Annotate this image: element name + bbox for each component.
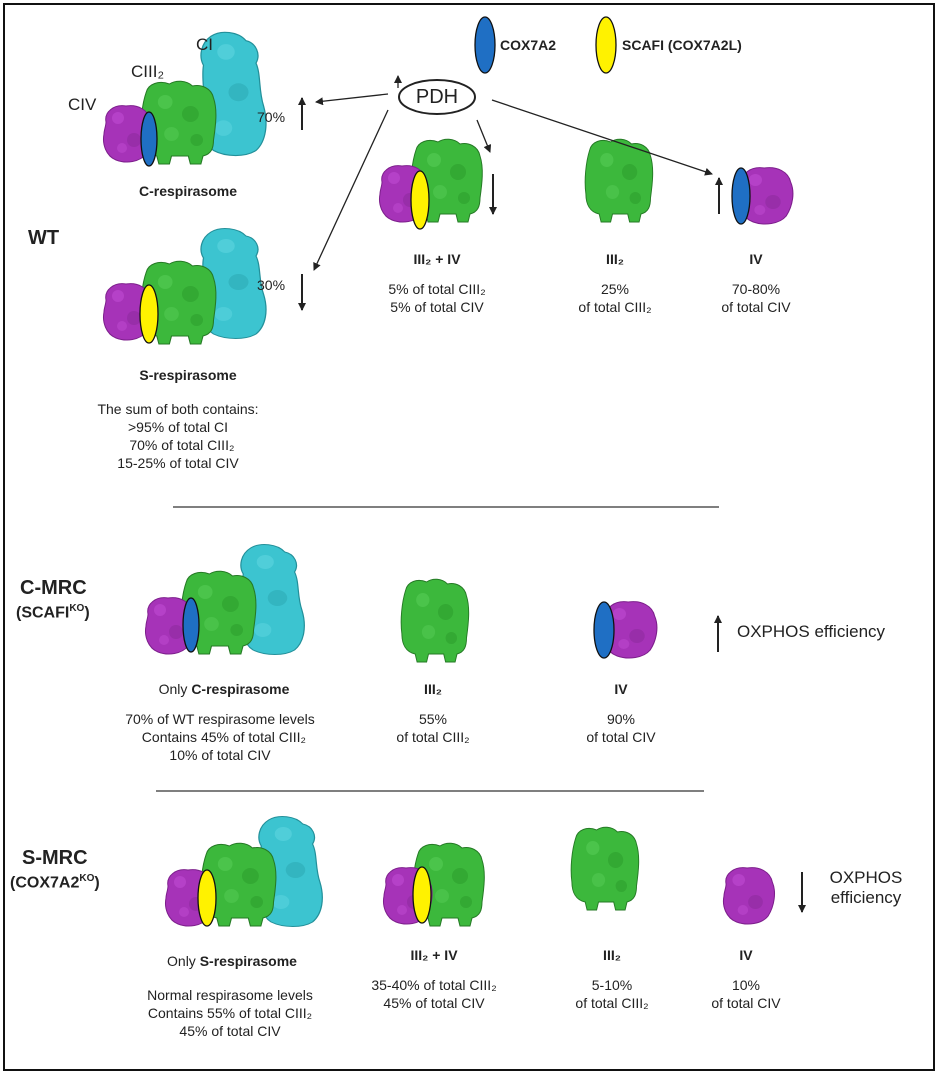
smrc-s-respirasome-structure [165,815,323,928]
cmrc-iii-structure [400,578,470,663]
smrc-iii-iv-structure [383,842,485,927]
cmrc-iii-name: III₂ [424,681,442,697]
legend-scafi-label: SCAFI (COX7A2L) [622,37,742,53]
wt-iii-iv-name: III₂ + IV [413,251,461,267]
wt-c-respirasome-structure [103,31,267,167]
smrc-iii-desc: 5-10% of total CIII₂ [575,977,649,1011]
smrc-resp-desc: Normal respirasome levels Contains 55% o… [147,987,313,1039]
smrc-iii-structure [570,826,640,911]
change-arrows [298,97,806,913]
legend-cox7a2-label: COX7A2 [500,37,557,53]
scafi-ellipse [139,284,159,344]
wt-iii-desc: 25% of total CIII₂ [578,281,652,315]
civ-label: CIV [68,95,97,114]
legend-blue-ellipse [474,16,496,74]
wt-label: WT [28,227,60,249]
wt-iv-desc: 70-80% of total CIV [721,281,791,315]
pdh-label: PDH [415,86,459,108]
smrc-label: S-MRC [22,847,88,869]
wt-sum-text: The sum of both contains: >95% of total … [97,401,259,471]
cmrc-resp-name: Only C-respirasome [158,681,290,697]
wt-iii-iv-structure [379,138,483,230]
pdh-ellipse [398,79,476,115]
ci-label: CI [196,35,213,54]
cox7a2-ellipse [140,111,158,167]
wt-iii-iv-desc: 5% of total CIII₂ 5% of total CIV [388,281,486,315]
wt-iii-structure [584,138,654,223]
s-respirasome-name: S-respirasome [139,367,237,383]
smrc-iv-desc: 10% of total CIV [711,977,781,1011]
cmrc-iv-name: IV [614,681,628,697]
smrc-effect: OXPHOS efficiency [829,868,903,907]
wt-iv-name: IV [749,251,763,267]
smrc-iv-name: IV [739,947,753,963]
ciii-label: CIII₂ [131,62,165,81]
smrc-iii-iv-name: III₂ + IV [410,947,458,963]
smrc-iii-name: III₂ [603,947,621,963]
cmrc-iv-structure [593,601,658,659]
c-respirasome-pct: 70% [257,109,286,125]
cmrc-label: C-MRC [20,577,87,599]
cmrc-sublabel: (SCAFIKO) [16,603,90,622]
figure-frame [3,3,935,1071]
cmrc-iv-desc: 90% of total CIV [586,711,656,745]
smrc-iv-structure [722,867,776,925]
c-respirasome-name: C-respirasome [138,183,238,199]
cmrc-c-respirasome-structure [145,543,305,656]
wt-s-respirasome-structure [103,227,267,345]
cmrc-effect: OXPHOS efficiency [737,622,886,641]
wt-iii-name: III₂ [606,251,624,267]
smrc-resp-name: Only S-respirasome [167,953,297,969]
s-respirasome-pct: 30% [257,277,286,293]
cmrc-iii-desc: 55% of total CIII₂ [396,711,470,745]
smrc-sublabel: (COX7A2KO) [10,873,100,892]
legend-yellow-ellipse [595,16,617,74]
wt-iv-structure [731,167,794,225]
pdh-arrows [313,75,713,271]
smrc-iii-iv-desc: 35-40% of total CIII₂ 45% of total CIV [371,977,497,1011]
cmrc-resp-desc: 70% of WT respirasome levels Contains 45… [125,711,315,763]
